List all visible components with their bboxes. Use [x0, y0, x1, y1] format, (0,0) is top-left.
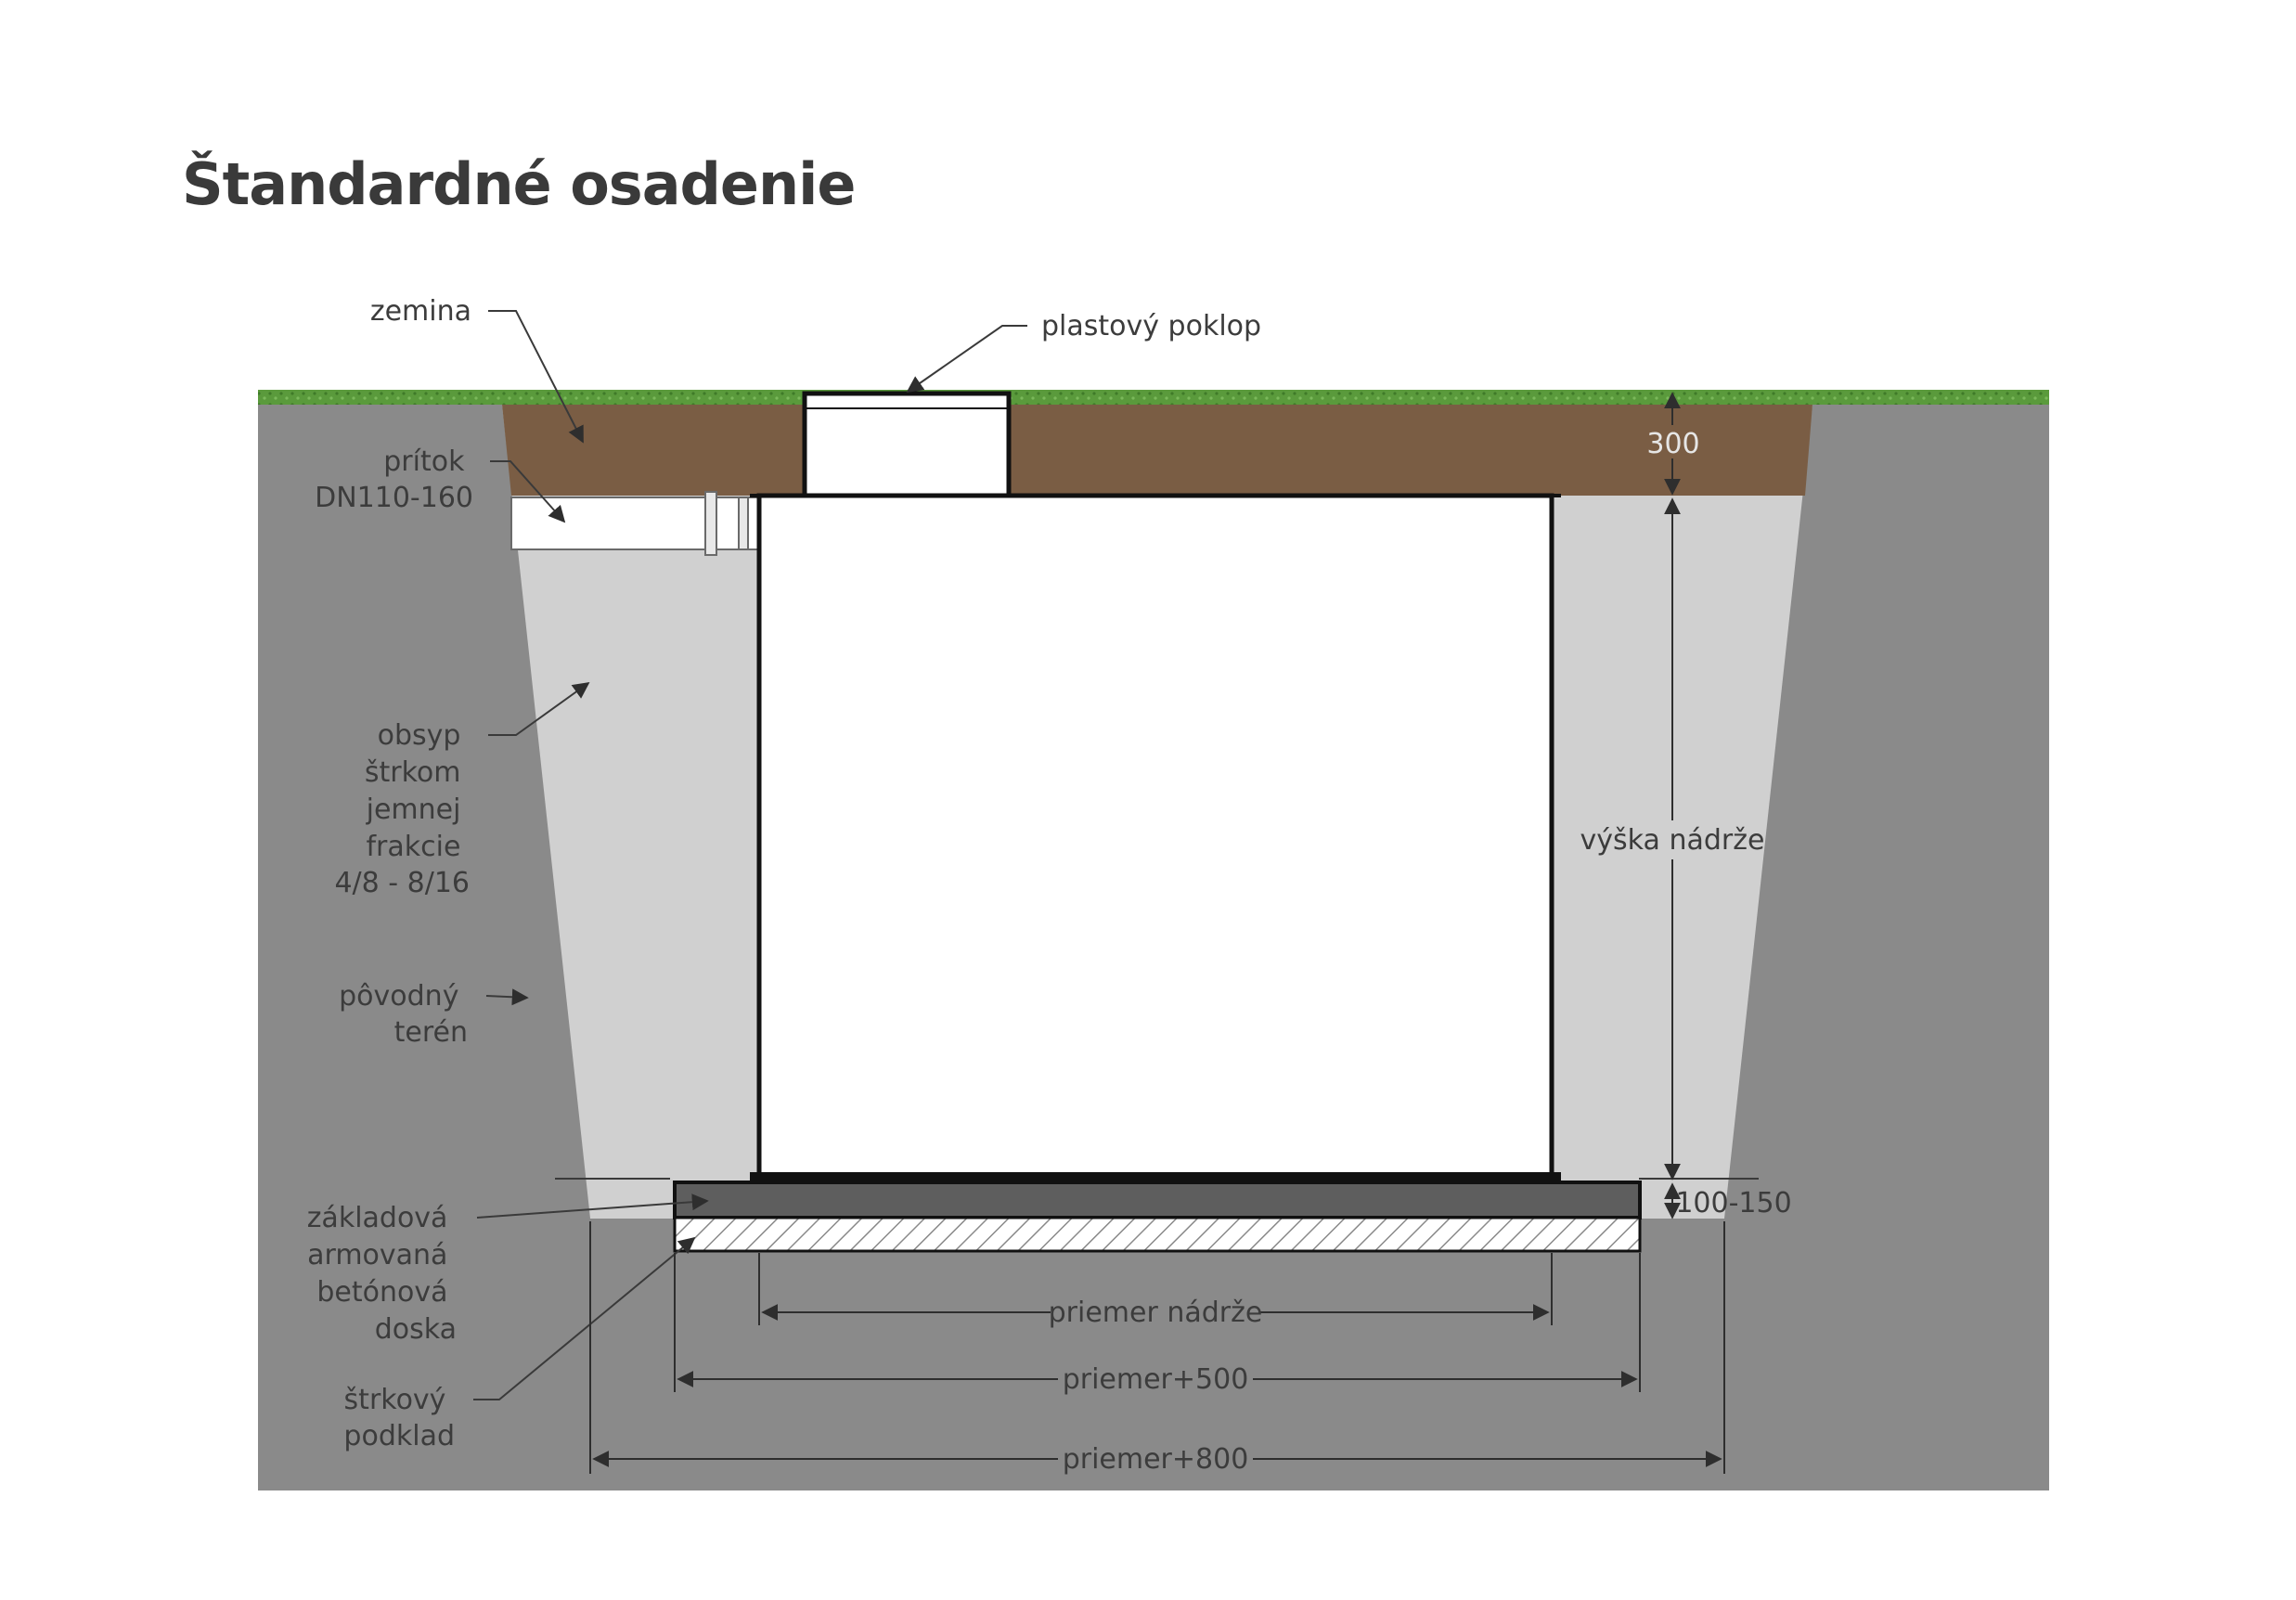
- dim-diameter-500-bg: [1058, 1361, 1253, 1398]
- dim-tank-height-label: výška nádrže: [1580, 824, 1765, 857]
- label-zakladova-doska: základová armovaná betónová doska: [307, 1202, 457, 1346]
- label-pritok: prítok DN110-160: [315, 445, 473, 514]
- leader-zemina: [488, 310, 584, 444]
- gravel-bed: [673, 1216, 1642, 1253]
- grass-strip: [258, 390, 2049, 405]
- dim-depth-top-bg: [1648, 425, 1698, 458]
- dim-slab-label: 100-150: [1675, 1187, 1791, 1219]
- dim-depth-top-label: 300: [1646, 428, 1699, 460]
- inlet-pipe-socket: [704, 491, 717, 556]
- dim-tank-diameter-label: priemer nádrže: [1049, 1297, 1263, 1329]
- label-zemina: zemina: [370, 295, 471, 328]
- leader-zakladova-doska: [476, 1194, 709, 1219]
- dim-tank-diameter-bg: [1051, 1294, 1258, 1331]
- dim-diameter-800-bg: [1058, 1440, 1253, 1477]
- concrete-slab: [673, 1181, 1642, 1219]
- leader-strkovy-podklad: [473, 1236, 696, 1400]
- leader-povodny-teren: [485, 988, 529, 1006]
- dim-tank-height-bg: [1583, 820, 1763, 859]
- label-povodny-teren: pôvodný terén: [339, 980, 468, 1049]
- inlet-pipe: [510, 497, 759, 550]
- plastic-cover: [802, 391, 1012, 498]
- soil-layer: [502, 405, 1812, 496]
- leader-obsyp: [488, 681, 590, 736]
- leader-pritok: [490, 460, 566, 523]
- label-obsyp: obsyp štrkom jemnej frakcie 4/8 - 8/16: [334, 719, 470, 899]
- dim-diameter-500-label: priemer+500: [1063, 1363, 1249, 1396]
- inlet-pipe-socket-2: [738, 497, 749, 550]
- tank-body: [756, 493, 1554, 1181]
- label-plastovy-poklop: plastový poklop: [1041, 310, 1261, 342]
- leader-plastovy-poklop: [906, 325, 1027, 394]
- dim-diameter-800-label: priemer+800: [1063, 1443, 1249, 1476]
- label-strkovy-podklad: štrkový podklad: [343, 1384, 455, 1452]
- page-title: Štandardné osadenie: [182, 150, 856, 218]
